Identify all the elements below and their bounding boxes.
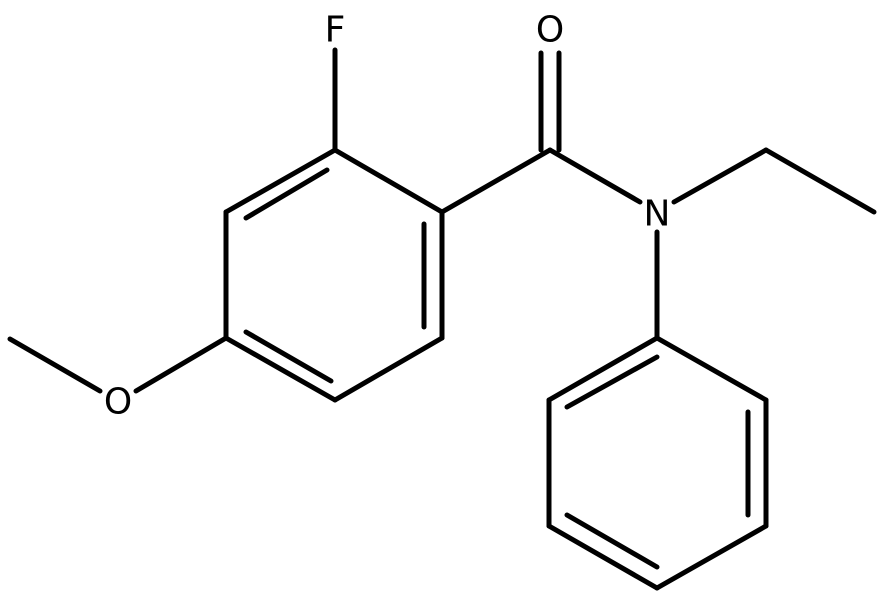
- bond-c4-c5: [223, 335, 338, 403]
- bond-p4-p5: [546, 523, 660, 591]
- phenyl-ring: [546, 335, 769, 591]
- bond-carbonyl-nitrogen: [547, 147, 643, 205]
- bond-ethyl-methyl: [763, 147, 877, 215]
- bond-c1-c2: [332, 147, 445, 215]
- bond-ring-carbonyl: [439, 147, 553, 215]
- double-bond-inner-p4-p5: [564, 512, 660, 570]
- double-bond-inner-c2-c3: [243, 167, 330, 221]
- double-bond-inner-p6-p1: [564, 354, 660, 410]
- bond-p1-p2: [654, 335, 769, 403]
- bond-c4-methoxy-oxygen: [133, 335, 229, 394]
- methoxy-oxygen-label: O: [104, 382, 132, 423]
- double-bond-inner-c4-c5: [243, 329, 334, 384]
- carbonyl-oxygen-label: O: [536, 10, 564, 51]
- bond-c5-c6: [332, 335, 445, 403]
- bond-p3-p4: [654, 523, 769, 591]
- nitrogen-label: N: [644, 194, 671, 235]
- bond-p6-p1: [546, 335, 660, 403]
- bond-methoxy-methyl: [7, 336, 103, 394]
- bond-c2-c3: [223, 147, 338, 215]
- benzoyl-ring: [223, 147, 445, 403]
- fluorine-label: F: [325, 10, 346, 51]
- bond-nitrogen-ethyl: [671, 147, 769, 205]
